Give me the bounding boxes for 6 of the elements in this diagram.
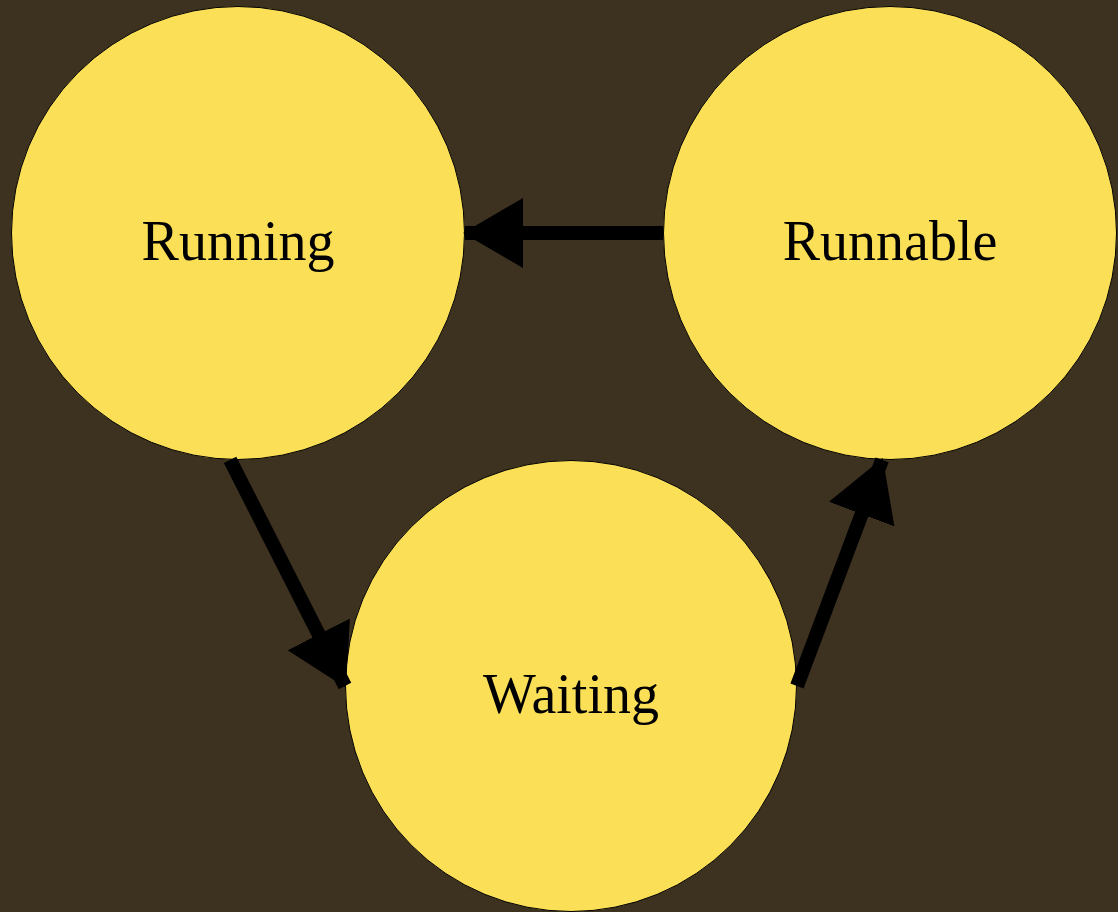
state-label: Runnable bbox=[782, 209, 998, 273]
arrow bbox=[790, 457, 895, 689]
arrow bbox=[223, 456, 352, 690]
arrow bbox=[463, 198, 663, 268]
state-label: Waiting bbox=[483, 662, 659, 726]
state-label: Running bbox=[141, 209, 335, 273]
